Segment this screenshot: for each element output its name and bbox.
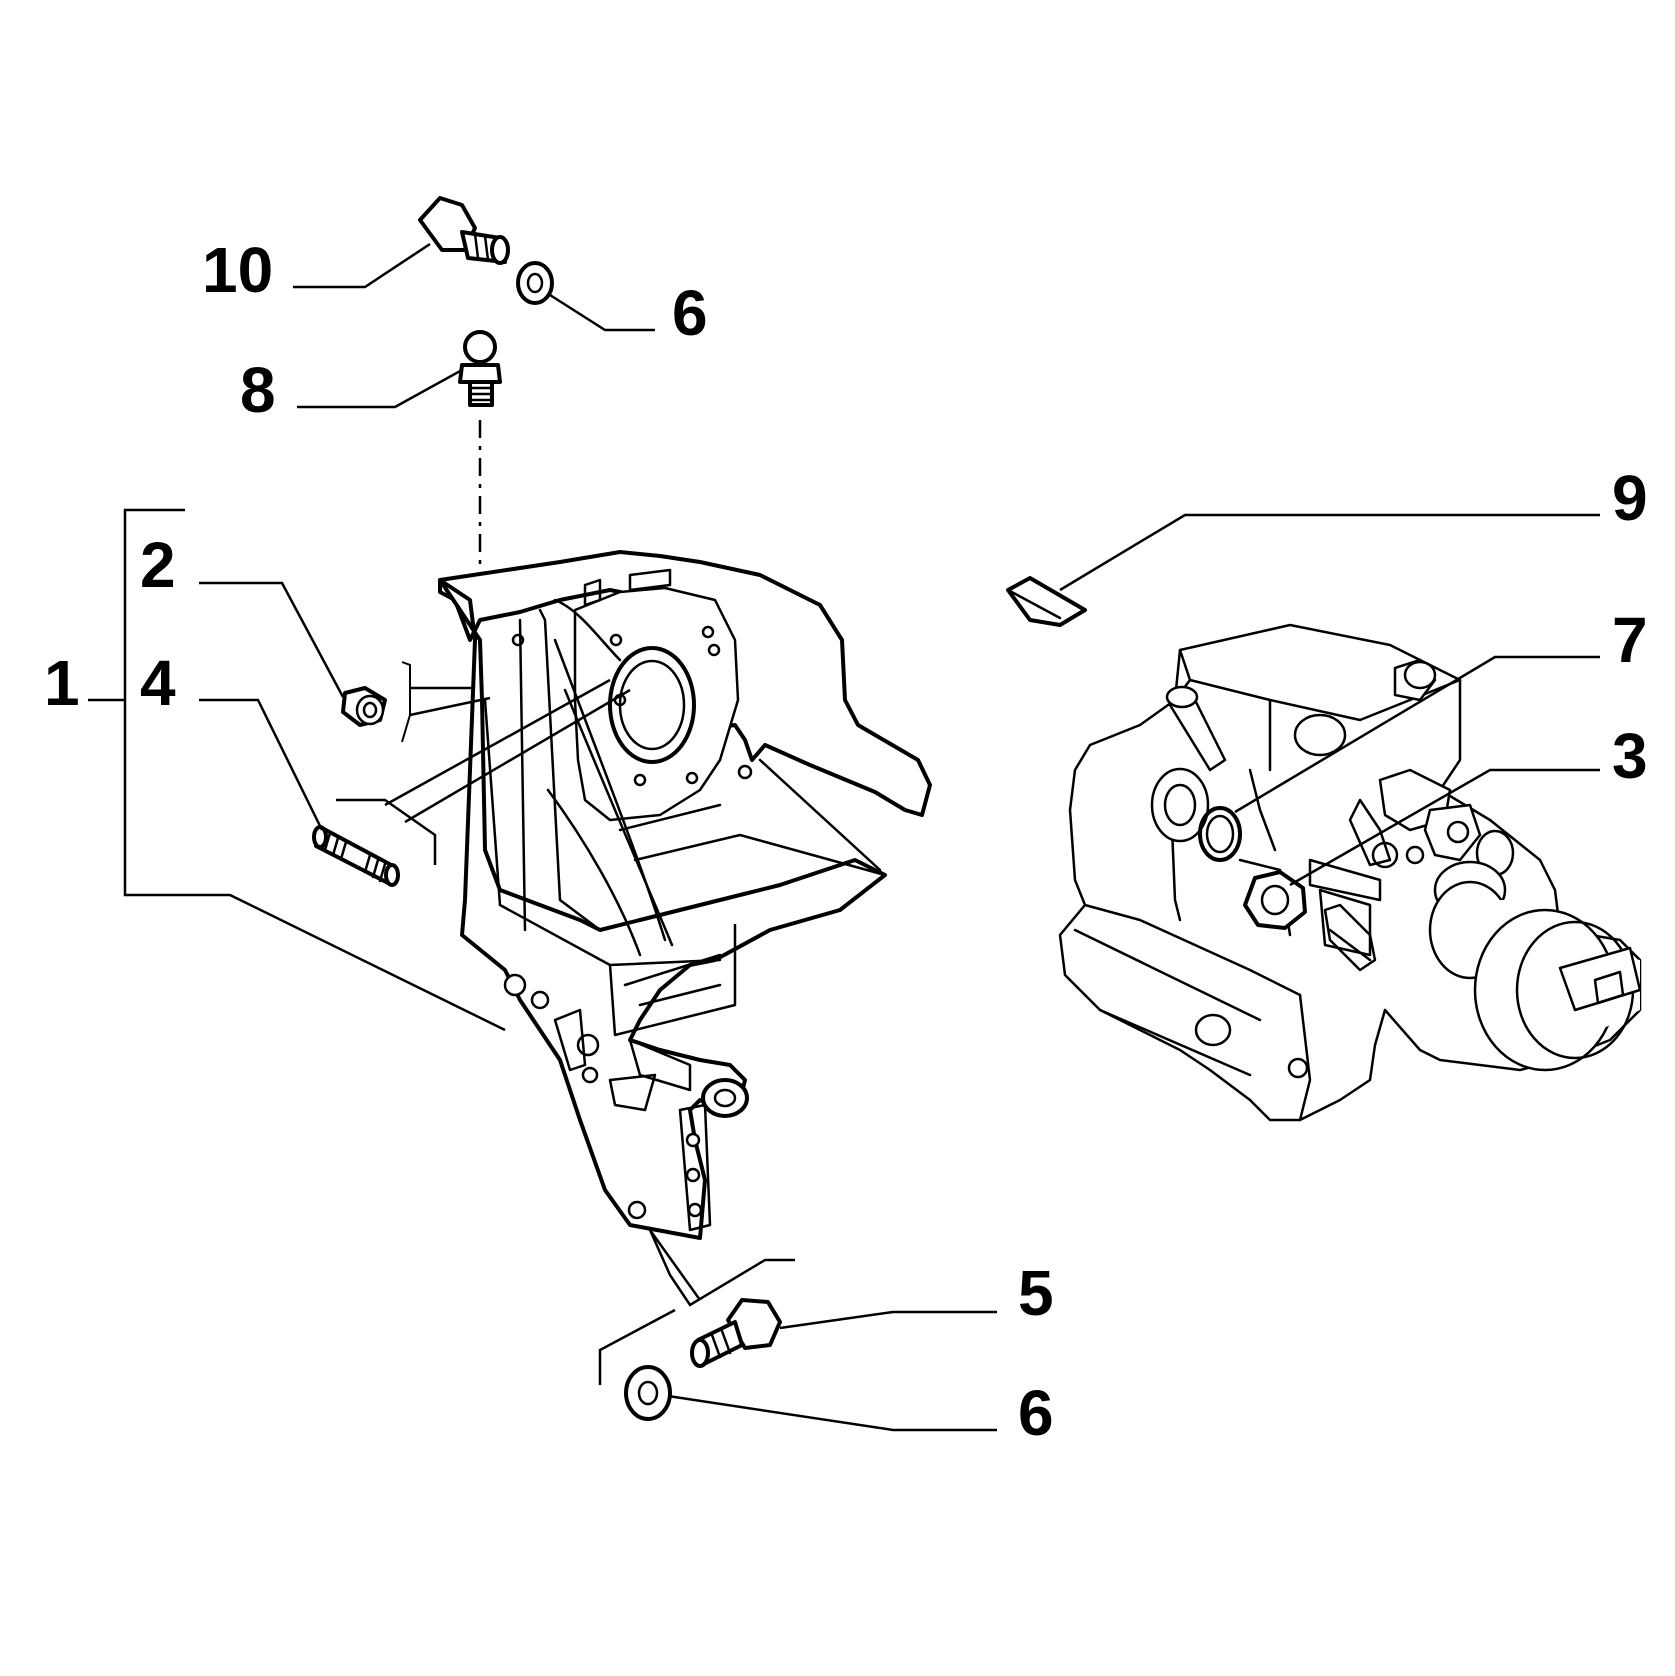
washer-6-top[interactable]: [516, 261, 554, 305]
ball-stud-8[interactable]: [458, 330, 502, 407]
callout-6-bottom: 6: [1018, 1377, 1054, 1449]
flange-bolt-5[interactable]: [690, 1298, 782, 1368]
callout-1: 1: [44, 647, 80, 719]
callout-10: 10: [202, 234, 273, 306]
o-ring-7[interactable]: [1198, 806, 1242, 862]
callout-2: 2: [140, 529, 176, 601]
washer-6-bottom[interactable]: [624, 1365, 672, 1421]
callout-7: 7: [1612, 604, 1648, 676]
woodruff-key-9[interactable]: [1006, 576, 1087, 627]
nut-3[interactable]: [1243, 870, 1307, 930]
callout-4: 4: [140, 647, 176, 719]
leader-lines: [88, 242, 1600, 1432]
mounting-bracket[interactable]: [438, 550, 932, 1240]
callout-9: 9: [1612, 462, 1648, 534]
callout-8: 8: [240, 354, 276, 426]
callout-6-top: 6: [672, 277, 708, 349]
flange-bolt-10[interactable]: [418, 196, 510, 265]
callout-labels: 1 2 3 4 5 6 6 7 8 9 10: [44, 234, 1648, 1449]
injection-pump[interactable]: [1058, 623, 1642, 1122]
stud-4[interactable]: [312, 825, 400, 887]
callout-5: 5: [1018, 1257, 1054, 1329]
callout-3: 3: [1612, 720, 1648, 792]
bush-2[interactable]: [341, 686, 387, 727]
